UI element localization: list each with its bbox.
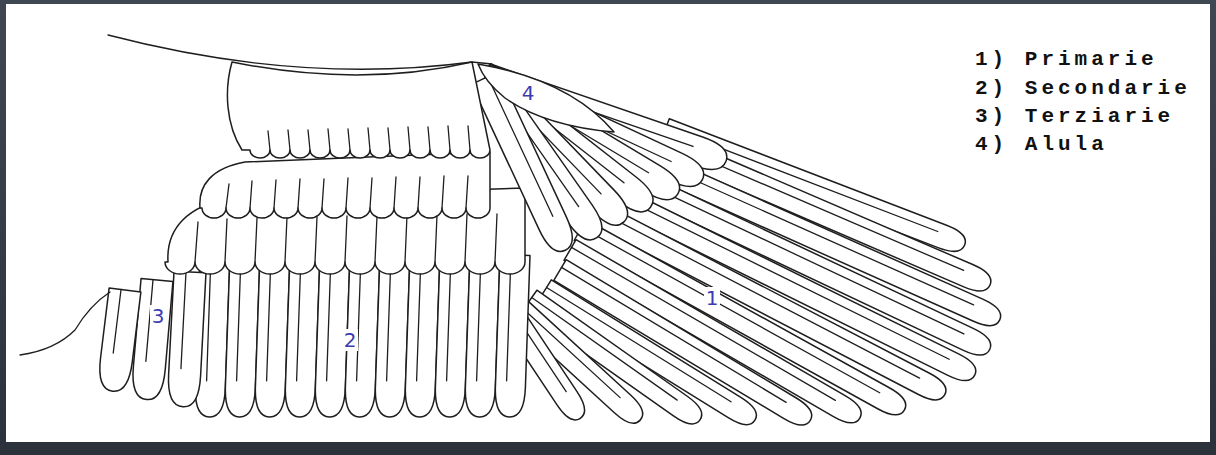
secondary-feather xyxy=(494,254,530,417)
callout-number: 2 xyxy=(342,329,359,351)
tertial-feather xyxy=(97,288,141,393)
callout-number: 1 xyxy=(704,287,721,309)
leading-edge xyxy=(108,35,492,69)
legend-text: 2) Secondarie xyxy=(975,76,1191,101)
covert-row xyxy=(200,152,490,218)
feather-outline xyxy=(167,271,206,407)
legend-text: 4) Alula xyxy=(975,132,1108,157)
primary-coverts xyxy=(471,64,731,257)
alula-feather xyxy=(478,64,614,132)
tertial-feather xyxy=(167,271,206,407)
covert-row xyxy=(227,62,490,158)
lesser-coverts xyxy=(227,62,490,158)
covert-lines xyxy=(195,214,497,262)
callout-number: 4 xyxy=(520,82,537,104)
median-coverts xyxy=(200,152,490,218)
secondary-feathers xyxy=(194,254,530,417)
tertial-feathers xyxy=(97,271,206,407)
feather-shaft xyxy=(181,272,186,369)
body-edge xyxy=(20,292,110,355)
callout-number: 3 xyxy=(150,305,167,327)
feather-shaft xyxy=(113,290,121,354)
legend-text: 1) Primarie xyxy=(975,47,1158,72)
feather-outline xyxy=(97,288,141,393)
covert-lines xyxy=(226,176,468,208)
legend-text: 3) Terziarie xyxy=(975,104,1174,129)
covert-lines xyxy=(268,126,470,150)
